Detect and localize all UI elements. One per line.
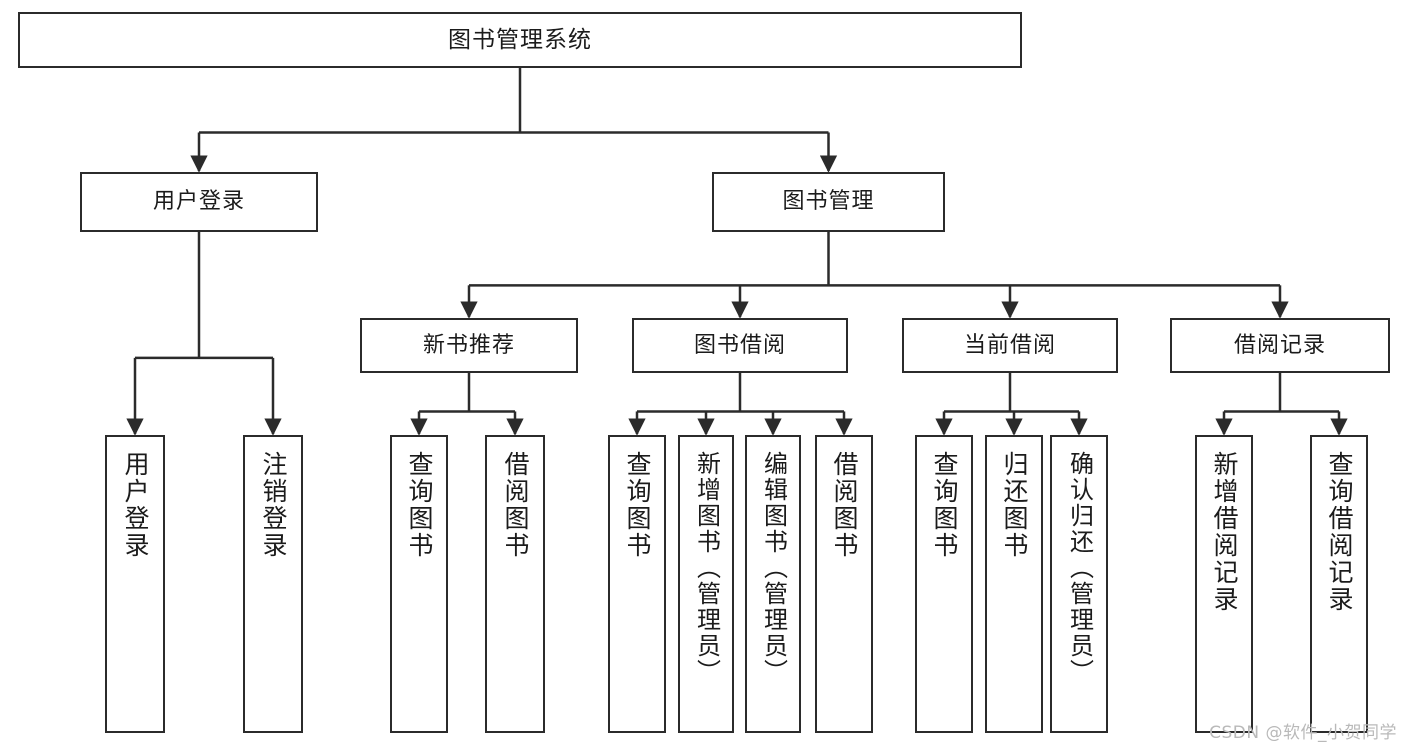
node-label: 新增图书（管理员） <box>692 451 721 685</box>
node-current-borrow[interactable]: 当前借阅 <box>902 318 1118 373</box>
node-label: 图书借阅 <box>693 332 786 358</box>
node-leaf-borrow-book-2[interactable]: 借阅图书 <box>815 435 873 733</box>
node-new-book-rec[interactable]: 新书推荐 <box>360 318 578 373</box>
node-leaf-query-book-3[interactable]: 查询图书 <box>915 435 973 733</box>
node-leaf-edit-book[interactable]: 编辑图书（管理员） <box>745 435 801 733</box>
node-label: 用户登录 <box>121 451 150 559</box>
node-label: 用户登录 <box>152 189 245 215</box>
node-user-login[interactable]: 用户登录 <box>80 172 318 232</box>
node-leaf-add-book[interactable]: 新增图书（管理员） <box>678 435 734 733</box>
node-leaf-logout[interactable]: 注销登录 <box>243 435 303 733</box>
node-label: 借阅图书 <box>830 451 859 559</box>
node-label: 查询图书 <box>405 451 434 559</box>
node-label: 查询借阅记录 <box>1325 451 1354 613</box>
node-leaf-query-record[interactable]: 查询借阅记录 <box>1310 435 1368 733</box>
node-label: 借阅记录 <box>1233 332 1326 358</box>
node-label: 图书管理系统 <box>448 26 592 53</box>
node-root[interactable]: 图书管理系统 <box>18 12 1022 68</box>
node-label: 确认归还（管理员） <box>1065 451 1094 685</box>
node-leaf-add-record[interactable]: 新增借阅记录 <box>1195 435 1253 733</box>
node-leaf-borrow-book-1[interactable]: 借阅图书 <box>485 435 545 733</box>
node-label: 当前借阅 <box>963 332 1056 358</box>
node-label: 查询图书 <box>930 451 959 559</box>
node-book-borrow[interactable]: 图书借阅 <box>632 318 848 373</box>
node-label: 新增借阅记录 <box>1210 451 1239 613</box>
node-borrow-record[interactable]: 借阅记录 <box>1170 318 1390 373</box>
node-label: 查询图书 <box>623 451 652 559</box>
node-label: 归还图书 <box>1000 451 1029 559</box>
node-leaf-confirm-return[interactable]: 确认归还（管理员） <box>1050 435 1108 733</box>
node-label: 图书管理 <box>782 189 875 215</box>
node-leaf-user-login[interactable]: 用户登录 <box>105 435 165 733</box>
node-leaf-query-book-1[interactable]: 查询图书 <box>390 435 448 733</box>
node-book-manage[interactable]: 图书管理 <box>712 172 945 232</box>
node-label: 借阅图书 <box>501 451 530 559</box>
node-leaf-query-book-2[interactable]: 查询图书 <box>608 435 666 733</box>
node-label: 编辑图书（管理员） <box>759 451 788 685</box>
node-label: 新书推荐 <box>422 332 515 358</box>
node-leaf-return-book[interactable]: 归还图书 <box>985 435 1043 733</box>
node-label: 注销登录 <box>259 451 288 559</box>
